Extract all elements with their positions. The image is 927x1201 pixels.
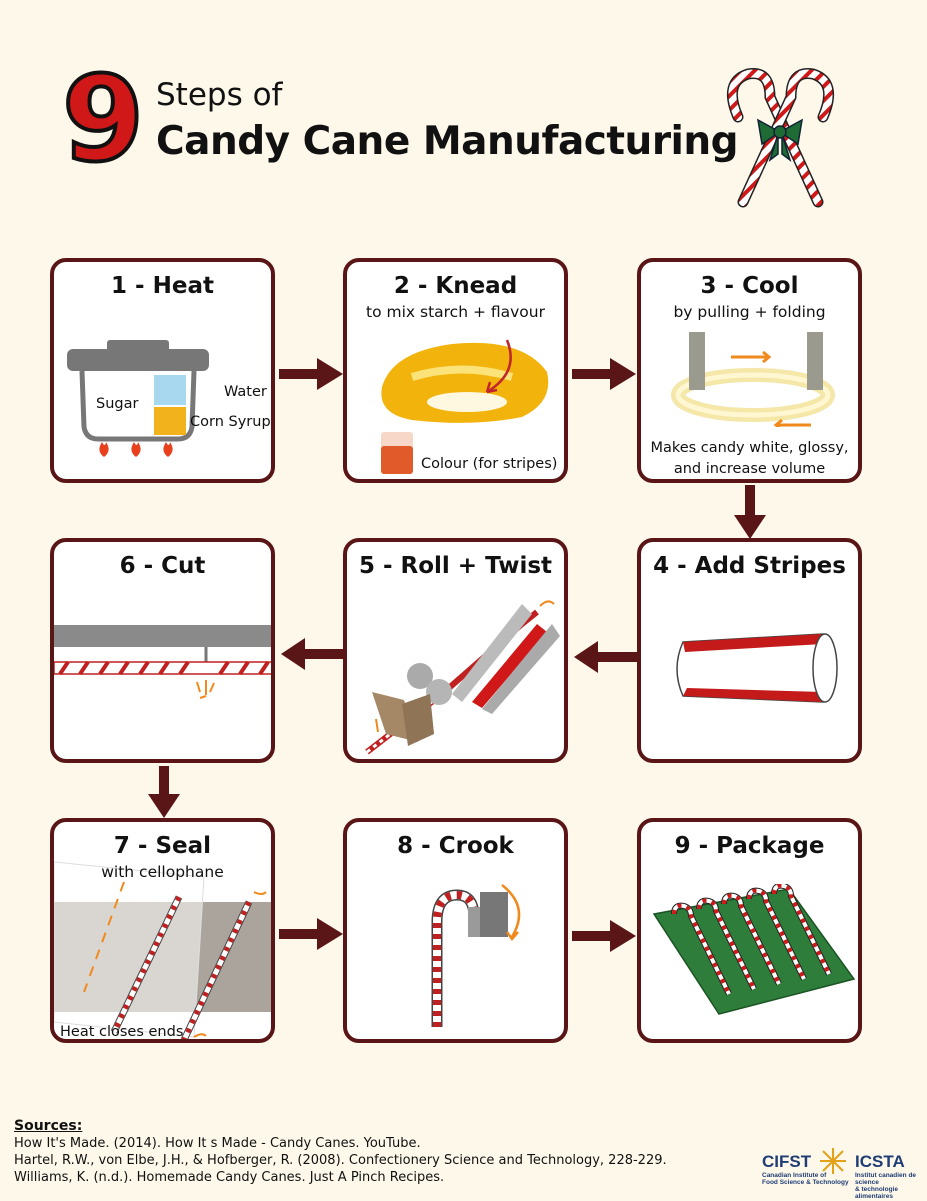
packaged-canes-icon: [652, 884, 856, 1015]
pot-on-stove-icon: [67, 340, 209, 457]
wheat-star-logo-icon: [820, 1148, 846, 1174]
cellophane-sealer-icon: [54, 861, 271, 1039]
label-corn-syrup: Corn Syrup: [190, 414, 271, 430]
logo-cifst-text: CIFST: [762, 1152, 812, 1171]
step-title: 2 - Knead: [393, 273, 518, 299]
logo-cifst-sub1: Canadian Institute of: [762, 1172, 827, 1179]
striped-candy-log-icon: [676, 633, 838, 703]
arrow-right-8-9: [572, 920, 636, 952]
step-card-add-stripes: 4 - Add Stripes: [637, 538, 862, 763]
step-title: 7 - Seal: [113, 833, 212, 859]
crossed-candy-canes-icon: [726, 68, 835, 208]
arrow-left-4-5: [574, 641, 638, 673]
step-card-crook: 8 - Crook: [343, 818, 568, 1043]
step-title: 9 - Package: [674, 833, 825, 859]
page-title: Candy Cane Manufacturing: [156, 119, 739, 164]
step-card-seal: 7 - Seal with cellophane Heat closes end…: [50, 818, 275, 1043]
step-title: 6 - Cut: [119, 553, 206, 579]
dough-icon: [381, 339, 549, 423]
label-water: Water: [224, 384, 267, 400]
label-sugar: Sugar: [96, 396, 139, 412]
logo-icsta: ICSTA Institut canadien de science & tec…: [855, 1152, 927, 1201]
logo-icsta-text: ICSTA: [855, 1152, 905, 1171]
step-card-package: 9 - Package: [637, 818, 862, 1043]
step-card-knead: 2 - Knead to mix starch + flavour Colour…: [343, 258, 568, 483]
step-subtitle: by pulling + folding: [673, 303, 826, 321]
logo-cifst: CIFST Canadian Institute of Food Science…: [762, 1152, 849, 1186]
step-title: 1 - Heat: [111, 273, 214, 299]
step-card-cool: 3 - Cool by pulling + folding Makes cand…: [637, 258, 862, 483]
sources-heading: Sources:: [14, 1118, 83, 1134]
logo-icsta-sub1: Institut canadien de science: [855, 1172, 917, 1187]
step-title: 3 - Cool: [700, 273, 799, 299]
pulling-hooks-icon: [671, 332, 835, 427]
step-subtitle: with cellophane: [101, 863, 224, 881]
step-title: 5 - Roll + Twist: [358, 553, 553, 579]
step-card-roll-twist: 5 - Roll + Twist: [343, 538, 568, 763]
title-line-1: Steps of: [156, 77, 283, 113]
label-cool-note-2: and increase volume: [673, 461, 826, 477]
logo-cifst-sub2: Food Science & Technology: [762, 1179, 849, 1187]
label-heat-closes: Heat closes ends: [60, 1024, 184, 1040]
logo-icsta-sub2: & technologie alimentaires: [855, 1186, 898, 1201]
cutter-icon: [54, 625, 271, 699]
arrow-down-6-7: [148, 766, 180, 818]
step-title: 4 - Add Stripes: [653, 553, 846, 579]
step-subtitle: to mix starch + flavour: [366, 303, 545, 321]
arrow-right-1-2: [279, 358, 343, 390]
colour-cup-icon: [381, 432, 413, 474]
step-card-cut: 6 - Cut: [50, 538, 275, 763]
source-item: Hartel, R.W., von Elbe, J.H., & Hofberge…: [14, 1153, 667, 1168]
arrow-left-5-6: [281, 638, 345, 670]
rolling-machine-icon: [365, 600, 560, 755]
crook-machine-icon: [431, 884, 521, 1027]
step-title: 8 - Crook: [397, 833, 514, 859]
arrow-down-3-4: [734, 485, 766, 539]
label-colour: Colour (for stripes): [421, 456, 558, 472]
source-item: Williams, K. (n.d.). Homemade Candy Cane…: [14, 1170, 445, 1185]
arrow-right-2-3: [572, 358, 636, 390]
source-item: How It's Made. (2014). How It s Made - C…: [14, 1136, 421, 1151]
arrow-right-7-8: [279, 918, 343, 950]
step-card-heat: 1 - Heat Sugar Water Corn Syrup: [50, 258, 275, 483]
label-cool-note-1: Makes candy white, glossy,: [650, 440, 849, 456]
big-number-nine: 9: [60, 50, 146, 188]
